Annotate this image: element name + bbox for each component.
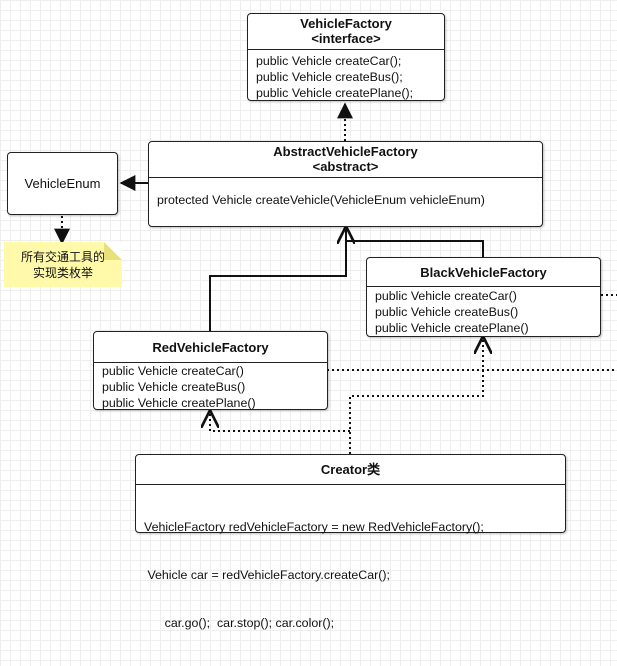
creator-header: Creator类 <box>136 455 565 485</box>
abstract-factory-stereotype: <abstract> <box>312 159 379 174</box>
vehicle-factory-node[interactable]: VehicleFactory <interface> public Vehicl… <box>247 13 445 101</box>
method-line: public Vehicle createCar(); <box>256 54 402 68</box>
abstract-factory-methods: protected Vehicle createVehicle(VehicleE… <box>149 178 542 211</box>
edge-red-to-abstract <box>209 228 346 331</box>
creator-name: Creator类 <box>320 462 381 477</box>
edge-creator-to-black <box>349 338 483 454</box>
creator-node[interactable]: Creator类 VehicleFactory redVehicleFactor… <box>135 454 566 630</box>
red-factory-methods: public Vehicle createCar() public Vehicl… <box>94 363 327 414</box>
red-factory-node[interactable]: RedVehicleFactory public Vehicle createC… <box>93 331 328 410</box>
code-line: VehicleFactory redVehicleFactory = new R… <box>144 520 484 534</box>
method-line: public Vehicle createBus(); <box>256 70 403 84</box>
method-line: public Vehicle createPlane(); <box>256 86 414 100</box>
black-factory-node[interactable]: BlackVehicleFactory public Vehicle creat… <box>366 257 601 337</box>
note-line: 实现类枚举 <box>32 265 93 280</box>
edge-creator-to-red <box>210 412 350 432</box>
red-factory-name: RedVehicleFactory <box>152 340 269 355</box>
red-factory-header: RedVehicleFactory <box>94 332 327 363</box>
method-line: public Vehicle createCar() <box>375 289 517 303</box>
black-factory-header: BlackVehicleFactory <box>367 258 600 287</box>
code-line: car.go(); car.stop(); car.color(); <box>144 616 335 630</box>
code-line: Vehicle car = redVehicleFactory.createCa… <box>144 568 390 582</box>
method-line: public Vehicle createBus() <box>375 305 519 319</box>
method-line: public Vehicle createPlane() <box>102 396 256 410</box>
connector-layer <box>54 102 617 454</box>
method-line: public Vehicle createBus() <box>102 380 246 394</box>
vehicle-factory-header: VehicleFactory <interface> <box>248 14 444 50</box>
enum-note[interactable]: 所有交通工具的 实现类枚举 <box>4 242 122 287</box>
black-factory-name: BlackVehicleFactory <box>420 265 547 280</box>
method-line: public Vehicle createCar() <box>102 364 244 378</box>
edge-black-to-abstract <box>346 240 484 258</box>
vehicle-enum-name: VehicleEnum <box>24 176 101 191</box>
vehicle-factory-stereotype: <interface> <box>311 31 381 46</box>
vehicle-factory-methods: public Vehicle createCar(); public Vehic… <box>248 50 444 104</box>
method-line: protected Vehicle createVehicle(VehicleE… <box>157 193 485 207</box>
note-line: 所有交通工具的 <box>20 249 105 264</box>
black-factory-methods: public Vehicle createCar() public Vehicl… <box>367 287 600 339</box>
method-line: public Vehicle createPlane() <box>375 321 529 335</box>
abstract-factory-header: AbstractVehicleFactory <abstract> <box>149 142 542 178</box>
creator-code: VehicleFactory redVehicleFactory = new R… <box>136 485 565 666</box>
vehicle-enum-node[interactable]: VehicleEnum <box>7 152 118 215</box>
abstract-factory-node[interactable]: AbstractVehicleFactory <abstract> protec… <box>148 141 543 227</box>
vehicle-factory-name: VehicleFactory <box>300 16 392 31</box>
abstract-factory-name: AbstractVehicleFactory <box>273 144 418 159</box>
